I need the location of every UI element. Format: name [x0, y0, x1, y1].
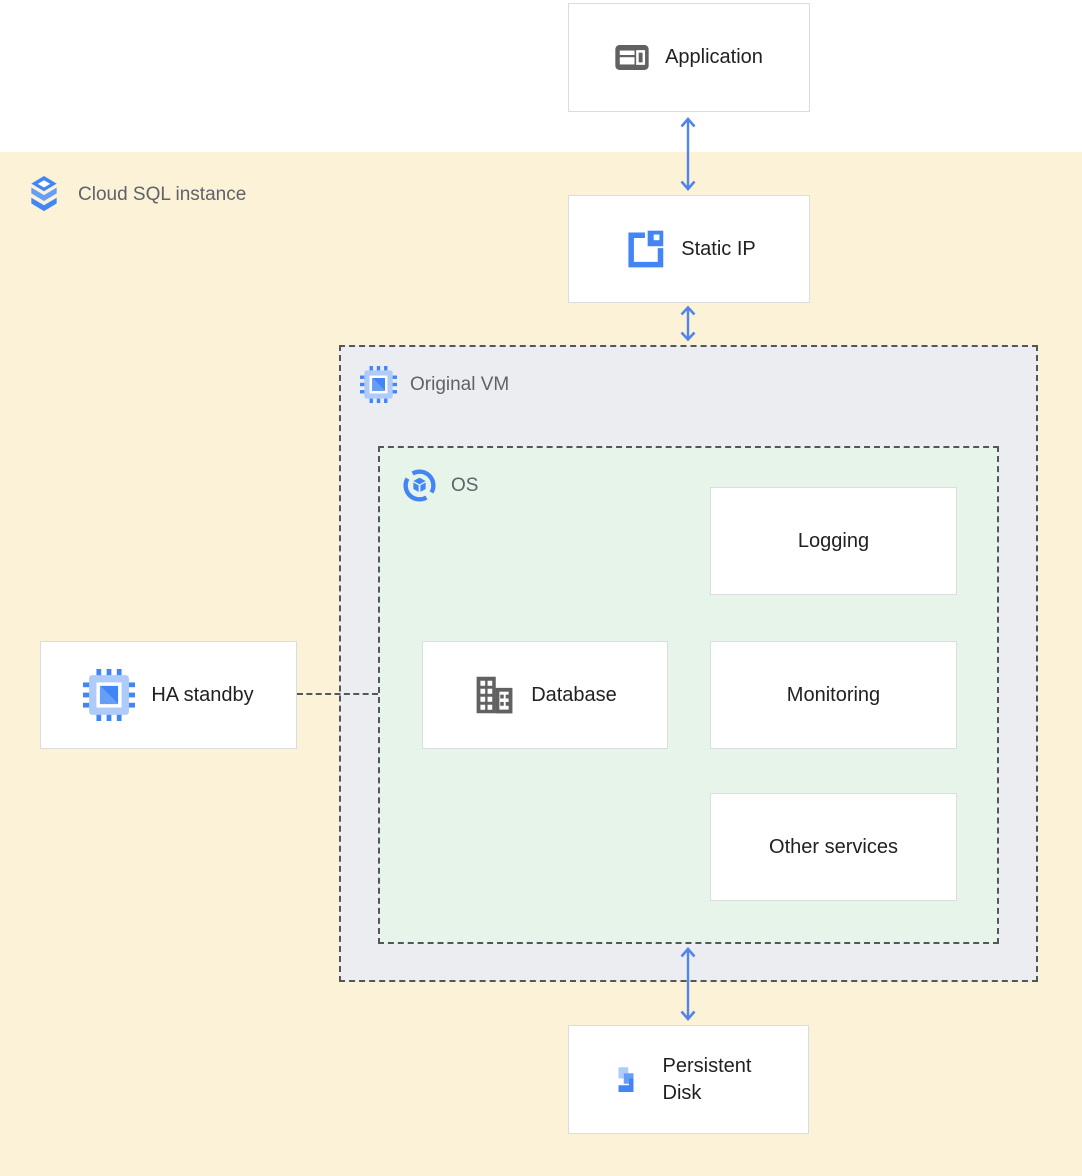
- compute-engine-icon: [83, 669, 136, 721]
- ha-standby-label: HA standby: [151, 683, 254, 706]
- monitoring-label: Monitoring: [786, 683, 881, 706]
- persistent-disk-icon: [618, 1066, 633, 1092]
- database-node: Database: [422, 641, 668, 749]
- os-label-group: OS: [402, 468, 478, 503]
- os-label: OS: [451, 474, 479, 496]
- cloud-sql-region-label-group: Cloud SQL instance: [25, 174, 246, 216]
- other-services-node: Other services: [710, 793, 957, 901]
- ha-standby-node: HA standby: [40, 641, 297, 749]
- logging-node: Logging: [710, 487, 957, 595]
- dashed-connector-hastandby-os: [297, 693, 378, 695]
- application-node: Application: [568, 3, 810, 112]
- application-label: Application: [665, 46, 763, 68]
- arrow-application-staticip: [680, 117, 696, 191]
- original-vm-label-group: Original VM: [360, 366, 509, 403]
- other-services-label: Other services: [769, 835, 898, 858]
- arrow-staticip-vm: [680, 305, 696, 342]
- logging-label: Logging: [797, 529, 870, 552]
- external-ip-icon: [628, 230, 664, 268]
- app-window-icon: [615, 45, 649, 70]
- persistent-disk-label: Persistent Disk: [662, 1054, 752, 1104]
- cloud-sql-region-label: Cloud SQL instance: [78, 184, 247, 205]
- cloud-sql-stack-icon: [31, 176, 57, 212]
- static-ip-label: Static IP: [681, 237, 756, 260]
- persistent-disk-node: Persistent Disk: [568, 1025, 809, 1134]
- datacenter-building-icon: [476, 676, 513, 714]
- monitoring-node: Monitoring: [710, 641, 957, 749]
- database-label: Database: [531, 683, 617, 706]
- arrow-os-persistentdisk: [680, 947, 696, 1021]
- original-vm-label: Original VM: [410, 373, 510, 395]
- os-image-icon: [403, 469, 436, 502]
- compute-engine-icon: [360, 366, 397, 403]
- static-ip-node: Static IP: [568, 195, 810, 303]
